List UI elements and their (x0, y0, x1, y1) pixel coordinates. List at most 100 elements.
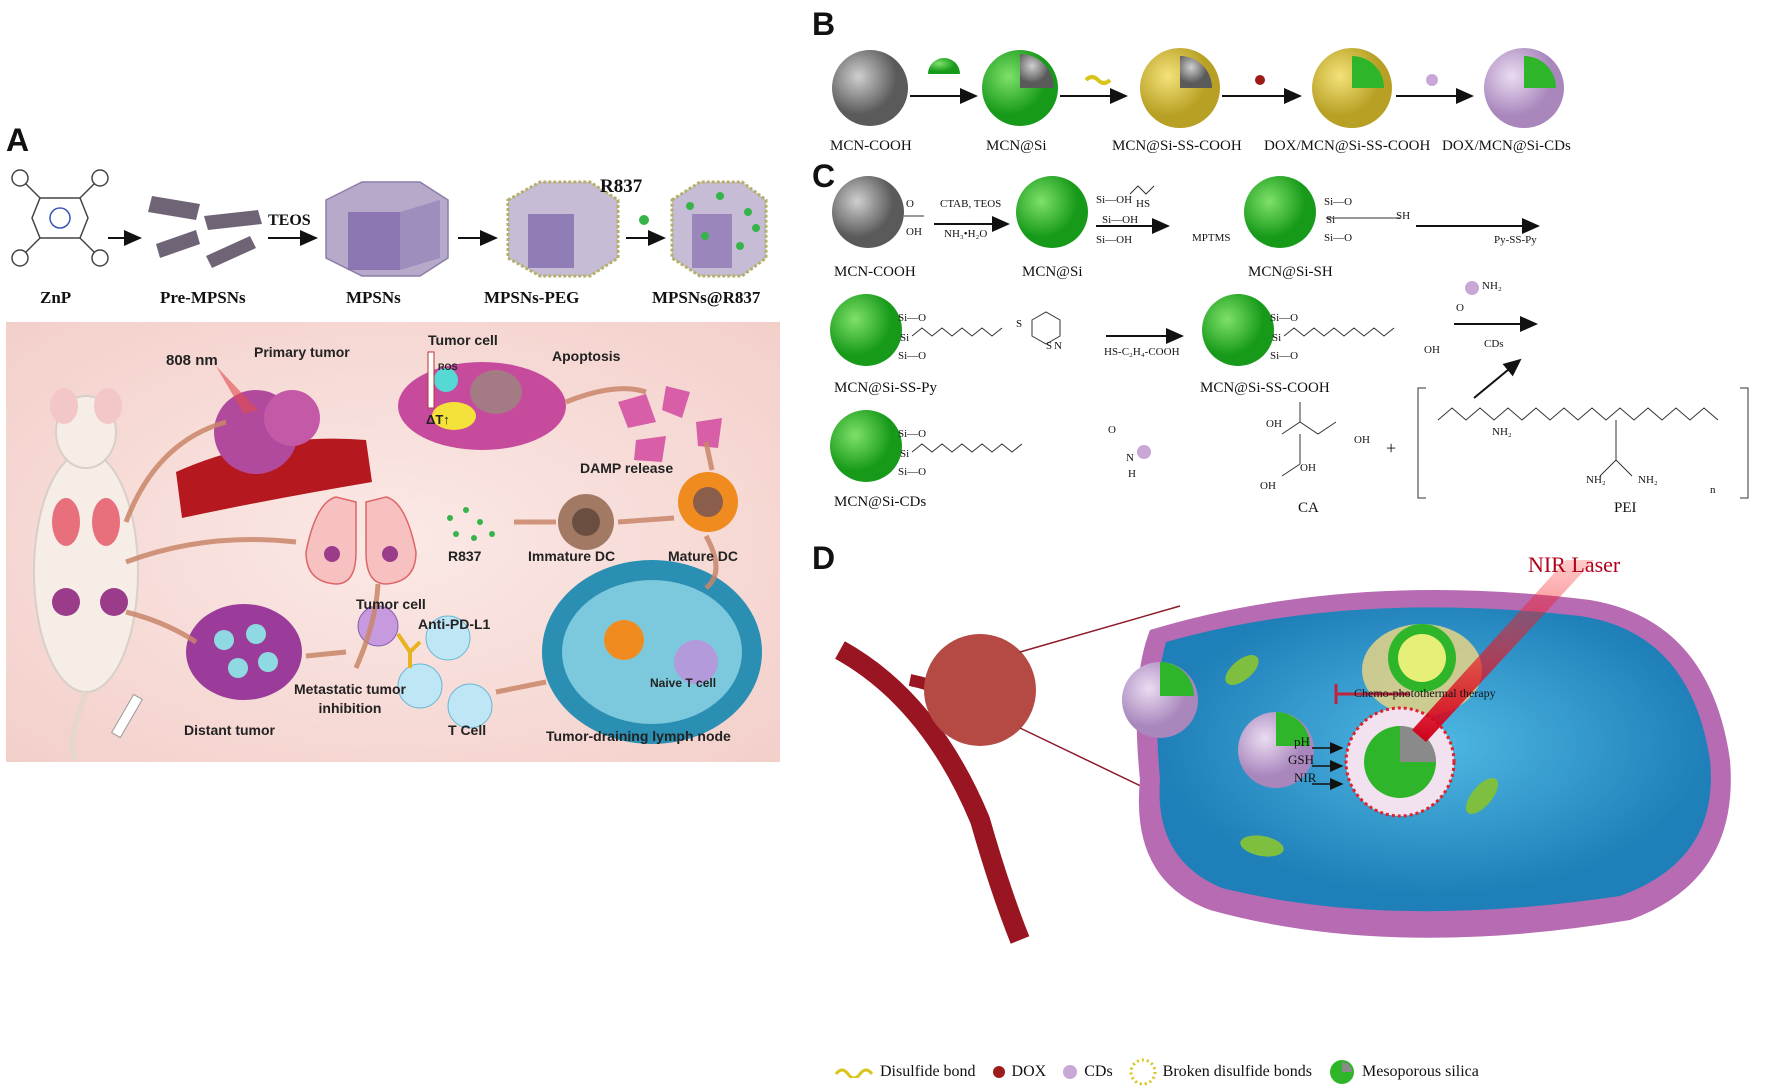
c-reagent-hs-c2h4: HS-C₂H₄-COOH (1104, 346, 1180, 358)
nir-laser-label: NIR Laser (1528, 552, 1621, 577)
c-reagent-nh3: NH₃•H₂O (944, 228, 988, 240)
c-nh2-1: NH₂ (1482, 280, 1502, 292)
mature-dc-label: Mature DC (668, 548, 739, 564)
c-sub-n: n (1710, 484, 1716, 496)
b-step-mcn-si-ss-cooh: MCN@Si-SS-COOH (1112, 138, 1242, 154)
stimulus-nir: NIR (1294, 770, 1317, 785)
panel-a-cartoon (6, 322, 780, 762)
legend-label: Mesoporous silica (1362, 1063, 1479, 1080)
c-reagent-ctab-teos: CTAB, TEOS (940, 198, 1002, 210)
c-nh-1: N (1126, 452, 1134, 464)
cartoon-drawing (33, 351, 762, 762)
c-sio-8: Si—O (898, 466, 927, 478)
c-o-3: O (1108, 424, 1116, 436)
c-oh-1: OH (906, 226, 922, 238)
c-sio-4: Si—O (898, 350, 927, 362)
laser-808-label: 808 nm (166, 352, 218, 369)
c-oh-2: OH (1424, 344, 1440, 356)
dox-icon (992, 1066, 1005, 1078)
c-oh-5: OH (1300, 462, 1316, 474)
lymph-node-label: Tumor-draining lymph node (546, 728, 731, 744)
c-s-2: S (1046, 340, 1053, 352)
c-label-ca: CA (1298, 500, 1319, 516)
c-sh-1: SH (1396, 210, 1411, 222)
reagent-teos: TEOS (268, 212, 311, 229)
c-mcn-si-cds-icon (830, 410, 902, 482)
c-reagent-cds: CDs (1484, 338, 1504, 350)
r837-cartoon-label: R837 (448, 548, 482, 564)
blood-vessel-icon (835, 641, 1030, 944)
c-plus: + (1386, 438, 1397, 458)
c-label-mcn-cooh: MCN-COOH (834, 264, 916, 280)
step-pre-mpsns: Pre-MPSNs (160, 288, 246, 307)
panel-letter-b: B (812, 6, 836, 42)
metastatic-label: Metastatic tumor inhibition (293, 681, 407, 716)
tumor-cell-top-label: Tumor cell (428, 332, 498, 348)
step-znp: ZnP (40, 288, 72, 307)
b-step-dox-mcn-si-cds: DOX/MCN@Si-CDs (1442, 138, 1571, 154)
c-nh2-4: NH₂ (1638, 474, 1658, 486)
panel-d-illustration (835, 560, 1731, 944)
tumor-cell-bottom-label: Tumor cell (356, 596, 426, 612)
reagent-r837: R837 (600, 176, 643, 197)
b-step-dox-mcn-si-ss-cooh: DOX/MCN@Si-SS-COOH (1264, 138, 1431, 154)
c-label-pei: PEI (1614, 500, 1637, 516)
tumor-icon (924, 634, 1036, 746)
naive-t-cell-label: Naive T cell (650, 676, 717, 690)
c-sio-7: Si—O (898, 428, 927, 440)
legend-label: CDs (1084, 1063, 1113, 1080)
legend-item: CDs (1062, 1063, 1113, 1081)
t-cell-label: T Cell (448, 722, 487, 738)
c-mcn-si-ss-cooh-icon (1202, 294, 1274, 366)
c-si-1: Si (1326, 214, 1336, 226)
c-mcn-si-ss-py-icon (830, 294, 902, 366)
anti-pd-l1-label: Anti-PD-L1 (418, 616, 491, 632)
mpsns-icon (325, 181, 449, 277)
c-o-2: O (1456, 302, 1464, 314)
stimulus-ph: pH (1294, 734, 1310, 749)
stimulus-gsh: GSH (1288, 752, 1315, 767)
cds-icon (1063, 1065, 1078, 1079)
apoptosis-label: Apoptosis (552, 348, 621, 364)
step-mpsns-r837: MPSNs@R837 (652, 288, 761, 307)
znp-molecule-icon (11, 169, 109, 267)
c-label-mcn-si: MCN@Si (1022, 264, 1083, 280)
legend-item: Broken disulfide bonds (1129, 1058, 1312, 1086)
panel-b-scheme (832, 48, 1564, 128)
c-label-mcn-si-ss-py: MCN@Si-SS-Py (834, 380, 938, 396)
legend-item: DOX (992, 1063, 1047, 1081)
c-label-mcn-si-ss-cooh: MCN@Si-SS-COOH (1200, 380, 1330, 396)
ros-label: ROS (438, 362, 458, 372)
delta-t-label: ΔT↑ (426, 412, 450, 427)
c-si-4: Si (900, 448, 910, 460)
panel-letter-d: D (812, 540, 836, 576)
c-mcn-si-icon (1016, 176, 1088, 248)
c-o-1: O (906, 198, 914, 210)
c-reagent-py-ss-py: Py-SS-Py (1494, 234, 1537, 246)
therapy-label: Chemo-photothermal therapy (1354, 686, 1496, 700)
c-label-mcn-si-cds: MCN@Si-CDs (834, 494, 927, 510)
c-oh-4: OH (1354, 434, 1370, 446)
legend-label: DOX (1011, 1063, 1047, 1080)
b-step-mcn-cooh: MCN-COOH (830, 138, 912, 154)
mesoporous-silica-icon (1330, 1060, 1354, 1084)
c-h-1: H (1128, 468, 1136, 480)
c-sioh-1: Si—OH (1096, 194, 1133, 206)
mouse-icon (33, 388, 144, 762)
pre-mpsns-icon (148, 196, 262, 268)
mpsns-peg-icon (506, 180, 620, 278)
panel-letter-c: C (812, 158, 836, 194)
legend-label: Disulfide bond (880, 1063, 976, 1080)
panel-c-scheme (830, 176, 1749, 499)
c-hs-1: HS (1136, 198, 1151, 210)
b-step-mcn-si: MCN@Si (986, 138, 1047, 154)
c-sio-6: Si—O (1270, 350, 1299, 362)
c-nh2-3: NH₂ (1586, 474, 1606, 486)
legend-item: Disulfide bond (834, 1063, 976, 1081)
legend-item: Mesoporous silica (1328, 1058, 1479, 1086)
broken-disulfide-icon (1129, 1058, 1157, 1086)
c-oh-3: OH (1266, 418, 1282, 430)
nir-laser-beam-icon (1412, 560, 1594, 742)
c-sio-2: Si—O (1324, 232, 1353, 244)
